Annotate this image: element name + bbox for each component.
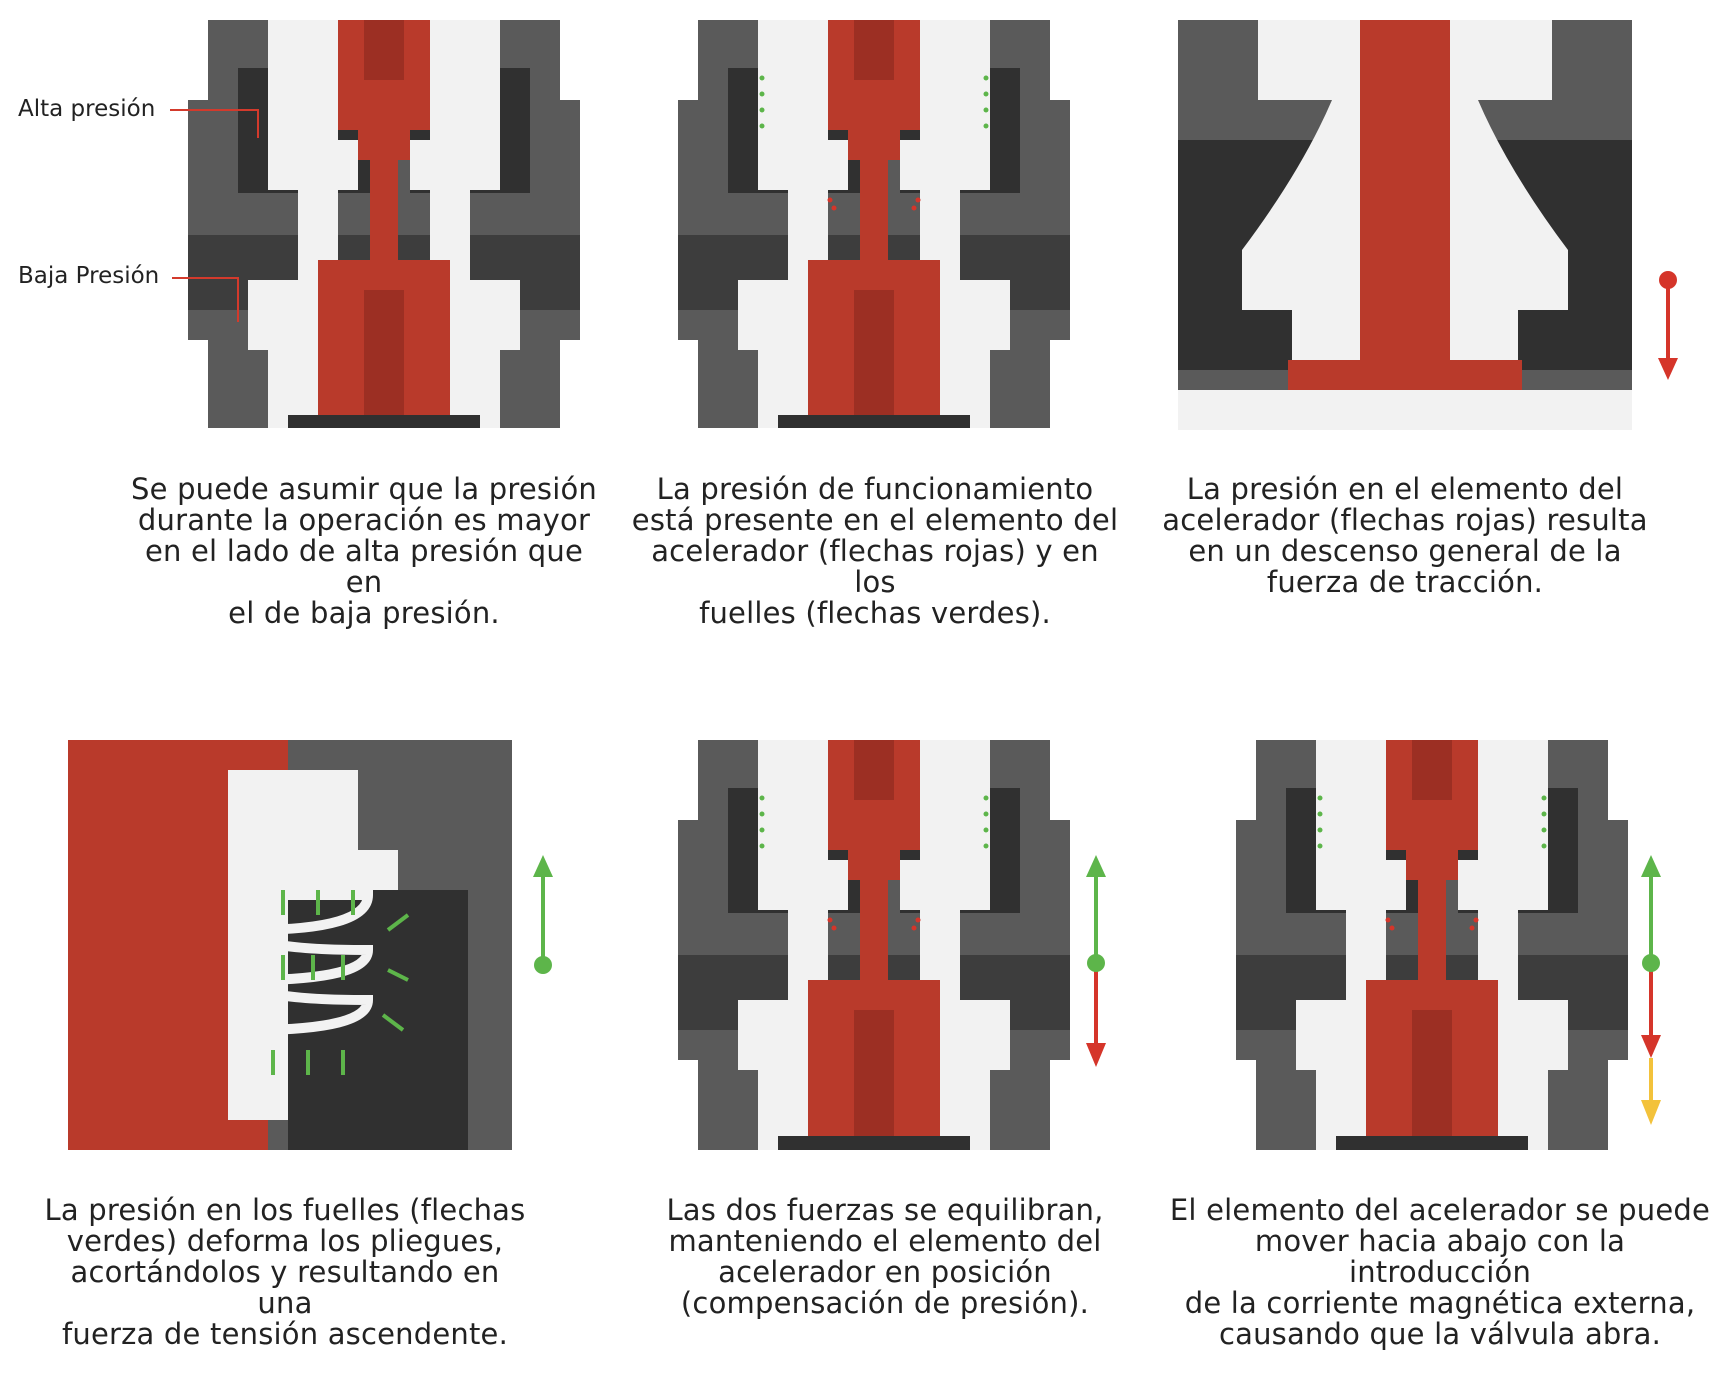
caption-3: La presión en el elemento del acelerador… <box>1162 472 1648 599</box>
balanced-force-arrows <box>1086 855 1106 1067</box>
caption-2: La presión de funcionamiento está presen… <box>631 472 1119 630</box>
low-pressure-label: Baja Presión <box>18 263 160 289</box>
caption-1: Se puede asumir que la presión durante l… <box>131 472 597 630</box>
opening-force-arrows <box>1641 855 1661 1125</box>
throttle-detail-zoom <box>1178 20 1632 430</box>
caption-4: La presión en los fuelles (flechas verde… <box>44 1193 526 1351</box>
valve-cross-section-5 <box>678 740 1070 1150</box>
bellows-detail-zoom <box>68 740 512 1150</box>
valve-cross-section-1 <box>188 20 580 428</box>
valve-cross-section-6 <box>1236 740 1628 1150</box>
valve-cross-section-2 <box>678 20 1070 428</box>
high-pressure-leader <box>170 109 259 138</box>
up-force-arrow-4 <box>533 855 553 974</box>
down-force-arrow <box>1658 271 1678 380</box>
caption-5: Las dos fuerzas se equilibran, mantenien… <box>666 1193 1104 1320</box>
high-pressure-label: Alta presión <box>18 96 156 122</box>
label-leaders <box>170 109 259 322</box>
caption-6: El elemento del acelerador se puede move… <box>1169 1193 1711 1351</box>
low-pressure-leader <box>172 277 239 322</box>
